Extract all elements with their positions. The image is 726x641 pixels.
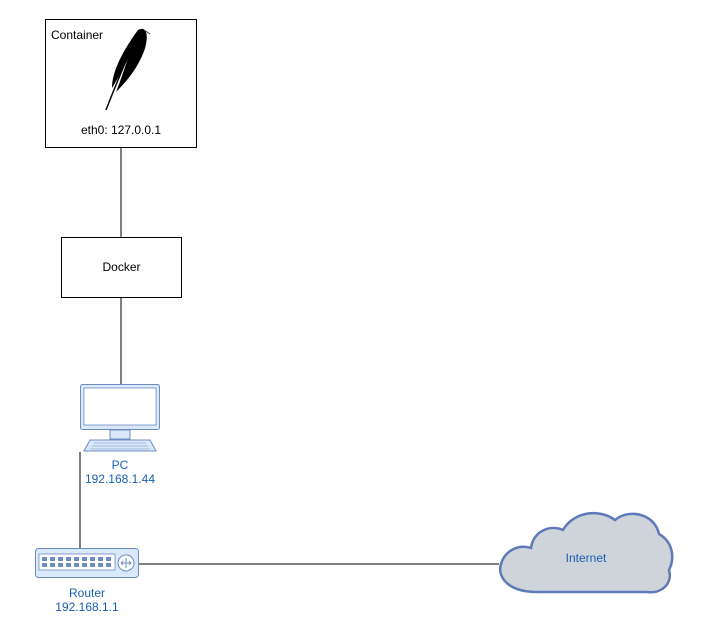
- docker-label: Docker: [102, 260, 141, 274]
- router-icon[interactable]: [35, 548, 139, 580]
- container-title: Container: [51, 28, 104, 42]
- pc-name: PC: [111, 458, 129, 472]
- container-node[interactable]: Container eth0: 127.0.0.1: [45, 19, 197, 148]
- feather-icon: [105, 28, 151, 111]
- pc-ip: 192.168.1.44: [84, 472, 156, 486]
- desktop-computer-icon[interactable]: [80, 384, 160, 454]
- docker-node[interactable]: Docker: [61, 237, 182, 298]
- cloud-icon[interactable]: [497, 506, 675, 596]
- container-interface: eth0: 127.0.0.1: [81, 123, 162, 137]
- internet-label: Internet: [565, 551, 607, 565]
- router-ip: 192.168.1.1: [55, 600, 119, 614]
- router-name: Router: [68, 586, 106, 600]
